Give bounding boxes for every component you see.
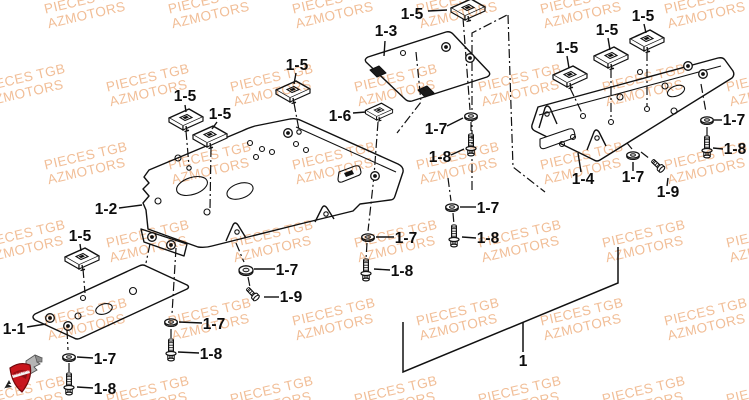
clip-icon (593, 46, 629, 71)
leader-line (461, 236, 477, 239)
leader-line (177, 351, 200, 354)
screw-icon (649, 157, 667, 174)
leader-line (118, 204, 143, 209)
leader-line (427, 9, 448, 12)
bolt-icon (360, 258, 372, 282)
plate-rear-1-4 (531, 57, 735, 162)
leader-line (643, 23, 647, 34)
leader-line (76, 386, 94, 389)
leader-line (293, 72, 297, 85)
leader-line (577, 152, 582, 173)
leader-line (712, 147, 724, 150)
clip-icon (629, 29, 665, 54)
logo-text: AZMOTORS (12, 368, 30, 377)
leader-line (26, 323, 47, 328)
washer-icon (700, 116, 714, 126)
clip-small-icon (364, 102, 394, 122)
bolt-icon (465, 133, 477, 157)
leader-line (178, 321, 203, 324)
assembly-bracket (402, 247, 619, 374)
leader-line (607, 37, 611, 51)
bolt-icon (63, 372, 75, 396)
leader-line (211, 121, 218, 130)
nut-icon (238, 265, 254, 277)
brand-logo: AZMOTORS (4, 354, 43, 393)
leader-line (446, 117, 464, 127)
bolt-icon (165, 338, 177, 362)
leader-line (566, 55, 570, 69)
washer-icon (445, 203, 459, 213)
washer-icon (464, 112, 478, 122)
plate-front-1-1 (32, 264, 190, 340)
leader-line (352, 111, 367, 114)
clip-icon (450, 0, 486, 23)
clip-icon (275, 80, 311, 105)
washer-icon (62, 353, 76, 363)
washer-icon (361, 233, 375, 243)
alignment-lines (66, 14, 708, 373)
clip-icon (552, 65, 588, 90)
screw-icon (244, 285, 261, 303)
logo-arrow-icon (4, 380, 12, 389)
washer-icon (626, 151, 640, 161)
leader-line (76, 356, 94, 359)
clip-icon (168, 108, 204, 133)
plate-top-1-3 (364, 31, 491, 102)
washer-icon (164, 318, 178, 328)
leader-line (184, 104, 187, 113)
clip-icon (64, 247, 100, 272)
leader-line (666, 177, 669, 187)
leader-line (373, 268, 391, 271)
leader-line (450, 148, 465, 156)
leader-lines (26, 9, 724, 389)
leader-line (383, 40, 386, 57)
leader-line (79, 243, 82, 252)
bolt-icon (701, 135, 713, 159)
fasteners (62, 112, 714, 396)
bolt-icon (448, 224, 460, 248)
